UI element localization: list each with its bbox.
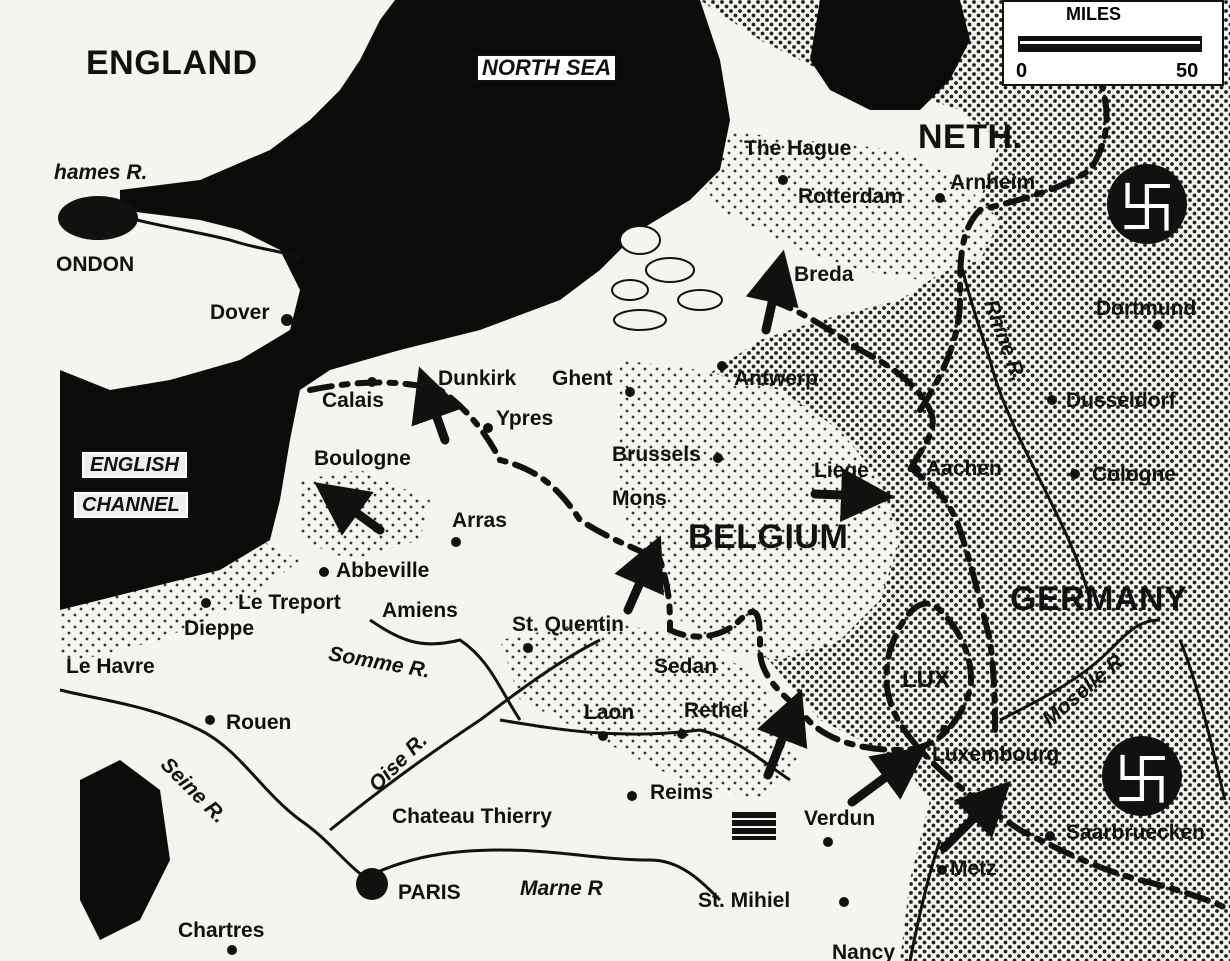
label-marne: Marne R xyxy=(520,877,603,900)
label-liege: Liege xyxy=(814,459,869,482)
label-saarbruecken: Saarbruecken xyxy=(1066,821,1205,844)
label-sedan: Sedan xyxy=(654,655,718,678)
label-chartres: Chartres xyxy=(178,919,265,942)
label-laon: Laon xyxy=(584,701,635,724)
label-english-2: CHANNEL xyxy=(72,490,190,520)
lower-left-patch xyxy=(80,760,170,940)
label-chateau-thierry: Chateau Thierry xyxy=(392,805,552,828)
verdun-dotted-area xyxy=(500,620,800,800)
label-germany: GERMANY xyxy=(1010,580,1188,618)
label-dunkirk: Dunkirk xyxy=(438,367,517,390)
label-calais: Calais xyxy=(322,389,384,412)
label-lux: LUX xyxy=(902,666,950,693)
label-england: ENGLAND xyxy=(86,44,258,82)
label-luxembourg: Luxembourg xyxy=(932,743,1060,766)
label-ypres: Ypres xyxy=(496,407,554,430)
scale-end: 50 xyxy=(1176,60,1199,82)
scale-legend: MILES 0 50 xyxy=(1002,0,1224,86)
label-dover: Dover xyxy=(210,301,270,324)
label-north-sea: NORTH SEA xyxy=(476,54,618,82)
label-belgium: BELGIUM xyxy=(688,518,849,556)
label-paris: PARIS xyxy=(398,881,461,904)
label-arras: Arras xyxy=(452,509,507,532)
label-brussels: Brussels xyxy=(612,443,701,466)
scale-start: 0 xyxy=(1016,60,1028,82)
label-st-mihiel: St. Mihiel xyxy=(698,889,791,912)
swastika-icon: 卐 xyxy=(1102,736,1182,816)
label-dieppe: Dieppe xyxy=(184,617,255,640)
label-ghent: Ghent xyxy=(552,367,613,390)
belgium-area xyxy=(620,360,900,660)
label-reims: Reims xyxy=(650,781,714,804)
zuider-zee xyxy=(810,0,970,110)
label-le-treport: Le Treport xyxy=(238,591,341,614)
netherlands-area xyxy=(700,130,1000,280)
label-english-1: ENGLISH xyxy=(80,450,189,480)
attack-arrows xyxy=(314,249,1012,853)
label-nancy: Nancy xyxy=(832,941,896,961)
label-verdun: Verdun xyxy=(804,807,876,830)
scale-bar xyxy=(1018,36,1202,52)
label-antwerp: Antwerp xyxy=(734,367,818,390)
us-flag-icon xyxy=(732,812,776,840)
label-arnheim: Arnheim xyxy=(950,171,1036,194)
label-the-hague: The Hague xyxy=(744,137,852,160)
label-rouen: Rouen xyxy=(226,711,292,734)
label-abbeville: Abbeville xyxy=(336,559,430,582)
label-thames: hames R. xyxy=(54,161,148,184)
label-st-quentin: St. Quentin xyxy=(512,613,624,636)
scheldt-islands xyxy=(611,225,723,331)
london-blob xyxy=(58,196,138,240)
germany-area xyxy=(620,0,1230,961)
city-dots xyxy=(201,175,1163,955)
paris-blob xyxy=(356,868,388,900)
label-dusseldorf: Dusseldorf xyxy=(1066,389,1176,412)
label-boulogne: Boulogne xyxy=(314,447,411,470)
label-dortmund: Dortmund xyxy=(1096,297,1197,320)
sea-area xyxy=(60,0,730,610)
label-aachen: Aachen xyxy=(926,457,1002,480)
label-amiens: Amiens xyxy=(382,599,458,622)
label-mons: Mons xyxy=(612,487,667,510)
swastika-icon: 卐 xyxy=(1107,164,1187,244)
scale-title: MILES xyxy=(1066,4,1122,24)
label-le-havre: Le Havre xyxy=(66,655,155,678)
label-rethel: Rethel xyxy=(684,699,749,722)
label-rotterdam: Rotterdam xyxy=(798,185,904,208)
label-cologne: Cologne xyxy=(1092,463,1176,486)
label-london: ONDON xyxy=(56,253,135,276)
label-breda: Breda xyxy=(794,263,854,286)
label-metz: Metz xyxy=(950,857,997,880)
label-neth: NETH. xyxy=(918,118,1023,156)
